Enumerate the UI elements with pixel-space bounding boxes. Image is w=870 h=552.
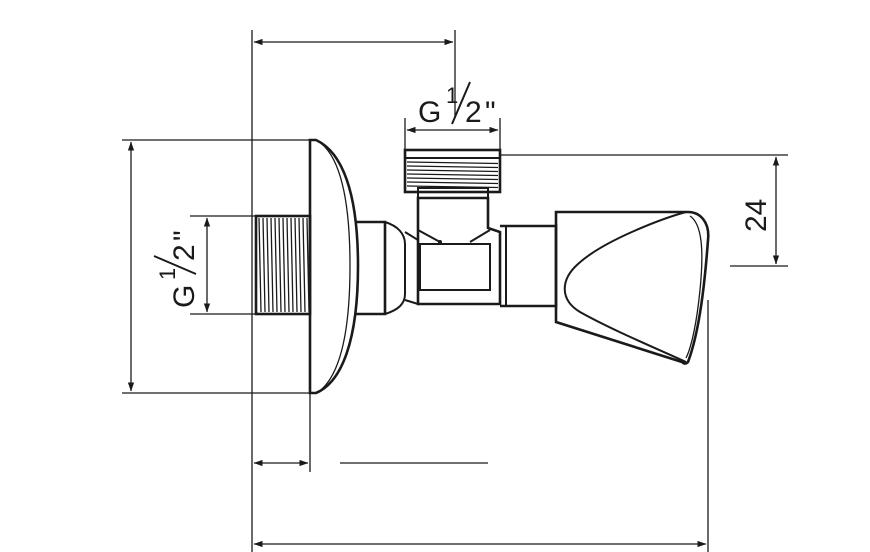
thread-line — [290, 217, 294, 313]
label-dimension-24: 24 — [740, 199, 773, 232]
svg-text:": " — [168, 230, 201, 241]
thread-line — [406, 173, 499, 177]
svg-text:G: G — [418, 96, 441, 129]
thread-line — [270, 217, 274, 313]
thread-line — [306, 217, 310, 313]
top-outlet-thread — [403, 148, 502, 198]
thread-line — [262, 217, 266, 313]
extension-lines — [122, 30, 788, 552]
thread-line — [294, 217, 298, 313]
spindle-sleeve — [500, 224, 558, 308]
thread-line — [406, 161, 499, 165]
wall-flange — [308, 138, 360, 395]
valve-body — [416, 196, 502, 306]
thread-line — [302, 217, 306, 313]
svg-text:1: 1 — [446, 83, 458, 108]
label-thread-top: G 1 2 " — [418, 81, 496, 129]
thread-line — [406, 169, 499, 173]
svg-text:": " — [485, 96, 496, 129]
thread-line — [266, 217, 270, 313]
thread-line — [406, 165, 499, 169]
thread-line — [258, 217, 262, 313]
svg-text:2: 2 — [168, 244, 201, 261]
label-thread-left: G 1 2 " — [153, 230, 201, 308]
thread-line — [406, 177, 499, 181]
thread-line — [406, 181, 499, 185]
handle-knob — [554, 210, 710, 365]
thread-line — [298, 217, 302, 313]
dimension-lines — [127, 38, 780, 548]
left-thread — [254, 214, 312, 316]
thread-line — [274, 217, 278, 313]
thread-line — [406, 185, 499, 189]
svg-text:G: G — [168, 285, 201, 308]
svg-text:2: 2 — [465, 96, 482, 129]
thread-line — [278, 217, 282, 313]
svg-text:1: 1 — [155, 268, 180, 280]
valve-neck — [356, 220, 419, 316]
thread-line — [286, 217, 290, 313]
thread-line — [282, 217, 286, 313]
